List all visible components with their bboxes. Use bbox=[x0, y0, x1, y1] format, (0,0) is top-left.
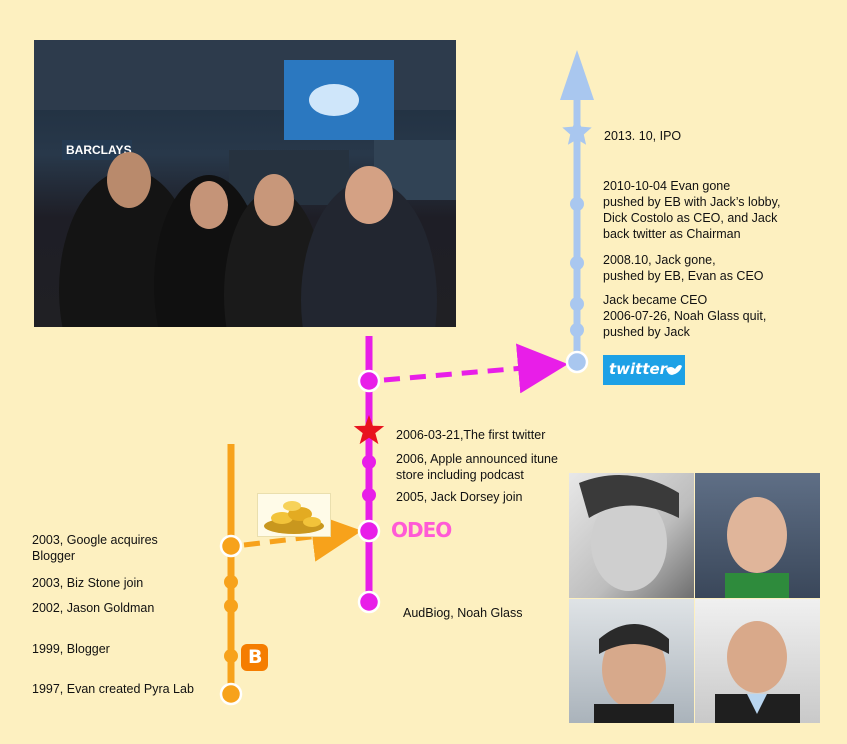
odeo-logo: ODEO bbox=[391, 518, 455, 544]
svg-text:BARCLAYS: BARCLAYS bbox=[66, 143, 132, 157]
odeo-event-audblog: AudBiog, Noah Glass bbox=[403, 606, 523, 620]
twitter-growth-arrowhead bbox=[560, 50, 594, 100]
odeo-node-audblog bbox=[357, 590, 381, 614]
odeo-node-2005 bbox=[362, 488, 376, 502]
odeo-logo-text: ODEO bbox=[391, 518, 452, 542]
gold-coins-icon bbox=[257, 493, 331, 537]
blogger-node-2002 bbox=[224, 599, 238, 613]
portrait-evan-williams bbox=[695, 473, 820, 598]
portrait-jack-dorsey bbox=[695, 599, 820, 723]
ipo-star-icon bbox=[562, 117, 592, 145]
twitter-event-2010-evan-gone: 2010-10-04 Evan gone pushed by EB with J… bbox=[603, 179, 781, 241]
blogger-node-1997 bbox=[219, 682, 243, 706]
twitter-node-ceo bbox=[570, 297, 584, 311]
odeo-event-apple-itunes: 2006, Apple announced itune store includ… bbox=[396, 452, 558, 482]
blogger-node-2003-google bbox=[219, 534, 243, 558]
blogger-node-2003-biz bbox=[224, 575, 238, 589]
odeo-node-2006-itunes bbox=[362, 455, 376, 469]
blogger-node-1999 bbox=[224, 649, 238, 663]
twitter-event-ipo: 2013. 10, IPO bbox=[604, 129, 682, 143]
blogger-event-biz-stone: 2003, Biz Stone join bbox=[32, 576, 144, 590]
odeo-event-jack-dorsey: 2005, Jack Dorsey join bbox=[396, 490, 523, 504]
first-tweet-star-icon bbox=[353, 415, 385, 445]
portrait-biz-stone bbox=[569, 599, 694, 723]
blogger-event-pyra-lab: 1997, Evan created Pyra Lab bbox=[32, 682, 194, 696]
odeo-node-twitter-spinoff bbox=[357, 369, 381, 393]
twitter-logo-text: twitter bbox=[609, 360, 668, 378]
twitter-node-2010 bbox=[570, 197, 584, 211]
twitter-node-2008 bbox=[570, 256, 584, 270]
odeo-to-twitter-arrow bbox=[383, 343, 568, 394]
blogger-event-google-acquires: 2003, Google acquires Blogger bbox=[32, 533, 158, 563]
blogger-logo: B bbox=[241, 644, 268, 671]
twitter-event-2008-jack-gone: 2008.10, Jack gone, pushed by EB, Evan a… bbox=[603, 253, 764, 283]
blogger-event-jason-goldman: 2002, Jason Goldman bbox=[32, 601, 155, 615]
odeo-node-odeo bbox=[357, 519, 381, 543]
blogger-logo-text: B bbox=[248, 646, 263, 668]
twitter-node-start bbox=[565, 350, 589, 374]
twitter-event-2006-noah-quit: Jack became CEO 2006-07-26, Noah Glass q… bbox=[603, 293, 767, 339]
twitter-logo: twitter bbox=[603, 355, 685, 385]
blogger-event-blogger: 1999, Blogger bbox=[32, 642, 110, 656]
twitter-node-2006-07 bbox=[570, 323, 584, 337]
odeo-event-first-twitter: 2006-03-21,The first twitter bbox=[396, 428, 546, 442]
blogger-to-odeo-arrow bbox=[243, 511, 362, 562]
ipo-group-photo: BARCLAYS bbox=[34, 40, 456, 327]
portrait-noah-glass bbox=[569, 473, 694, 598]
